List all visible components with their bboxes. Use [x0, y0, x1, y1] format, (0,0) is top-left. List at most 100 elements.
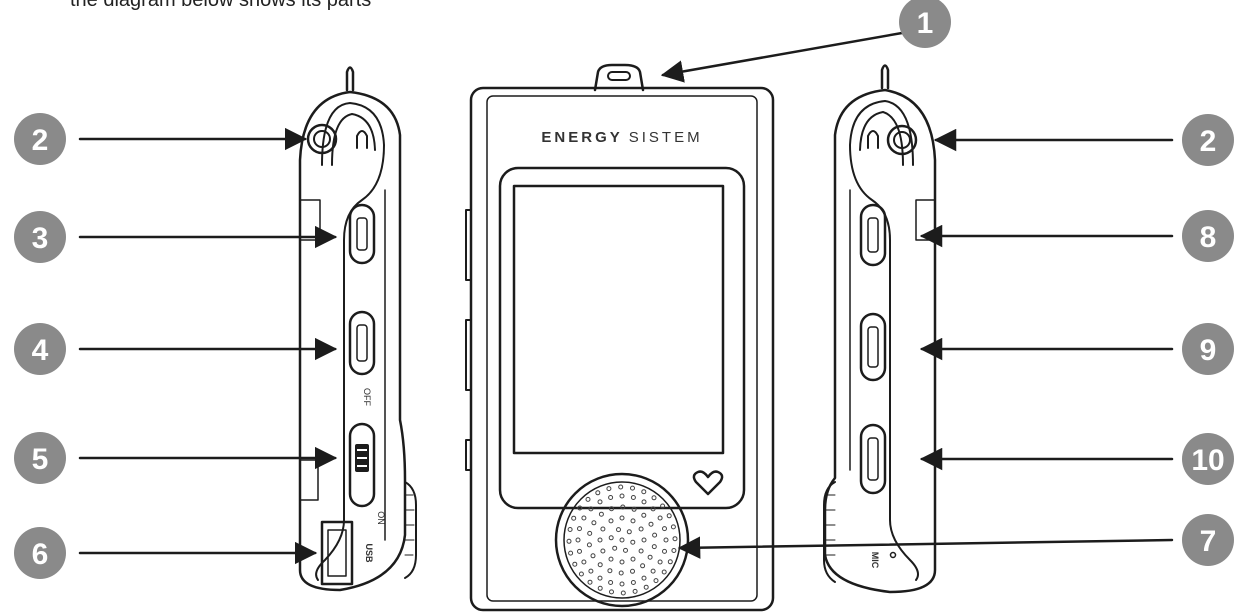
callout-arrows — [78, 31, 1174, 565]
grille-hole — [597, 499, 603, 505]
right-button-9 — [859, 312, 887, 382]
grille-hole — [608, 518, 614, 524]
callout-badge-6: 6 — [14, 527, 66, 579]
lanyard-hole — [593, 63, 645, 92]
grille-hole — [647, 554, 653, 560]
grille-hole — [648, 521, 654, 527]
grille-hole — [597, 575, 603, 581]
svg-text:1: 1 — [917, 7, 934, 40]
grille-hole — [619, 515, 625, 521]
svg-text:3: 3 — [32, 222, 49, 255]
grille-hole — [609, 506, 614, 512]
grille-hole — [620, 590, 626, 596]
grille-hole — [641, 489, 647, 495]
grille-hole — [618, 484, 624, 490]
grille-hole — [652, 532, 658, 538]
grille-hole — [606, 486, 612, 492]
callout-badge-1: 1 — [899, 0, 951, 48]
grille-hole — [587, 579, 593, 585]
callout-badge-5: 5 — [14, 432, 66, 484]
svg-text:2: 2 — [1200, 125, 1217, 158]
grille-hole — [600, 548, 606, 554]
grille-hole — [651, 495, 657, 501]
grille-hole — [588, 568, 594, 574]
screen-bezel — [498, 166, 746, 510]
grille-hole — [640, 563, 646, 569]
callout-badge-4: 4 — [14, 323, 66, 375]
grille-hole — [667, 559, 673, 565]
grille-hole — [630, 556, 636, 562]
grille-hole — [641, 537, 647, 543]
grille-hole — [638, 548, 644, 554]
grille-hole — [662, 526, 667, 532]
grille-hole — [630, 495, 636, 500]
grille-hole — [641, 499, 647, 505]
svg-text:8: 8 — [1200, 221, 1217, 254]
grille-hole — [590, 553, 596, 559]
grille-hole — [566, 538, 572, 544]
grille-hole — [581, 515, 587, 521]
grille-hole — [619, 559, 625, 565]
grille-hole — [623, 547, 628, 553]
grille-hole — [638, 526, 644, 532]
grille-hole — [657, 559, 663, 565]
grille-hole — [620, 504, 626, 510]
front-body — [469, 86, 775, 612]
grille-hole — [619, 537, 625, 543]
grille-hole — [600, 526, 606, 532]
grille-hole — [571, 515, 577, 521]
callout-badge-3: 3 — [14, 211, 66, 263]
grille-hole — [612, 545, 618, 551]
grille-hole — [581, 559, 587, 565]
left-hold-slider — [348, 422, 376, 508]
grille-hole — [586, 542, 592, 548]
callout-badge-7: 7 — [1182, 514, 1234, 566]
left-usb-port — [320, 520, 354, 586]
left-side-view: OFF ON USB — [298, 66, 417, 592]
callout-badge-2-right: 2 — [1182, 114, 1234, 166]
grille-hole — [618, 570, 624, 576]
right-button-8 — [859, 203, 887, 267]
right-headphone-jack — [886, 124, 918, 156]
left-headphone-jack — [306, 123, 338, 155]
grille-hole — [577, 548, 582, 554]
svg-text:2: 2 — [32, 124, 49, 157]
svg-text:9: 9 — [1200, 334, 1217, 367]
callout-badge-8: 8 — [1182, 210, 1234, 262]
svg-text:7: 7 — [1200, 525, 1217, 558]
left-button-4 — [348, 310, 376, 376]
right-side-view: MIC — [823, 64, 937, 594]
callout-badge-10: 10 — [1182, 433, 1234, 485]
grille-hole — [608, 495, 614, 500]
grille-hole — [650, 568, 656, 574]
grille-hole — [608, 556, 614, 562]
grille-hole — [641, 575, 647, 581]
grille-hole — [653, 578, 659, 584]
grille-hole — [663, 537, 669, 543]
grille-hole — [578, 571, 584, 577]
grille-hole — [650, 506, 656, 512]
grille-hole — [672, 536, 678, 542]
grille-hole — [607, 568, 613, 574]
grille-hole — [608, 580, 614, 585]
mic-hole — [889, 551, 897, 559]
grille-hole — [609, 589, 614, 595]
grille-hole — [670, 524, 676, 530]
grille-hole — [661, 569, 667, 575]
speaker-grille — [554, 472, 690, 608]
grille-hole — [572, 561, 578, 567]
grille-hole — [591, 520, 597, 526]
grille-hole — [568, 550, 574, 556]
left-button-3 — [348, 203, 376, 265]
svg-text:5: 5 — [32, 443, 49, 476]
right-button-10 — [859, 423, 887, 495]
display-screen — [512, 184, 725, 455]
grille-hole — [626, 529, 632, 535]
grille-hole — [666, 513, 672, 519]
mic-label: MIC — [870, 552, 880, 569]
grille-hole — [597, 537, 603, 543]
grille-hole — [597, 562, 603, 568]
grille-hole — [660, 503, 666, 509]
